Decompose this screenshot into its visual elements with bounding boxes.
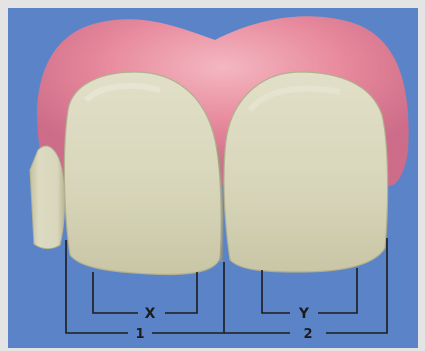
left-lateral-tooth: [30, 146, 64, 249]
label-x: X: [145, 306, 156, 322]
tooth-2: [224, 72, 388, 272]
tooth-1: [64, 72, 222, 274]
label-y: Y: [298, 306, 310, 322]
label-1: 1: [135, 327, 144, 342]
label-2: 2: [303, 327, 312, 342]
